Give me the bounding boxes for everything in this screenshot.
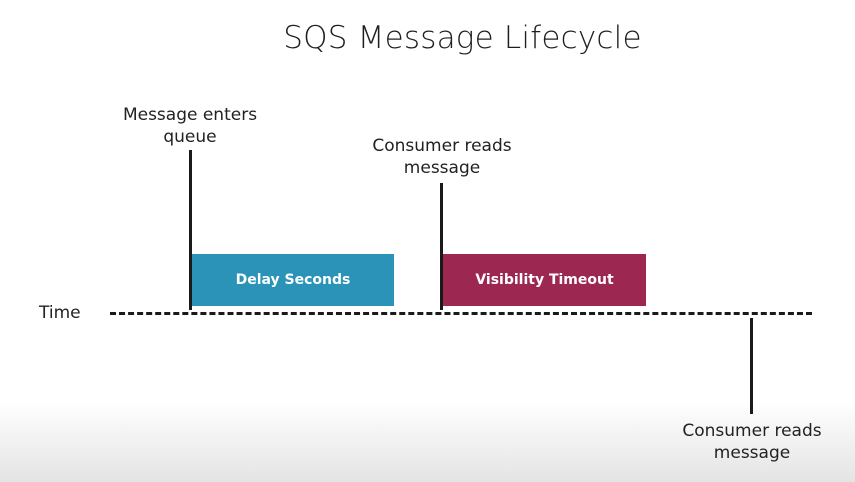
event-marker-message-enters-queue xyxy=(189,150,192,310)
event-label-consumer-reads-second: Consumer reads message xyxy=(682,421,822,463)
event-marker-consumer-reads-first xyxy=(440,183,443,310)
visibility-timeout-label: Visibility Timeout xyxy=(475,272,614,288)
bottom-shading xyxy=(0,400,855,482)
time-axis-line xyxy=(110,312,812,315)
event-label-message-enters-queue: Message enters queue xyxy=(122,105,258,147)
delay-seconds-label: Delay Seconds xyxy=(235,272,351,288)
event-label-consumer-reads-first: Consumer reads message xyxy=(372,136,512,178)
delay-seconds-bar: Delay Seconds xyxy=(192,254,394,306)
visibility-timeout-bar: Visibility Timeout xyxy=(443,254,646,306)
diagram-title: SQS Message Lifecycle xyxy=(283,20,642,56)
event-marker-consumer-reads-second xyxy=(750,318,753,414)
time-axis-label: Time xyxy=(39,303,81,323)
